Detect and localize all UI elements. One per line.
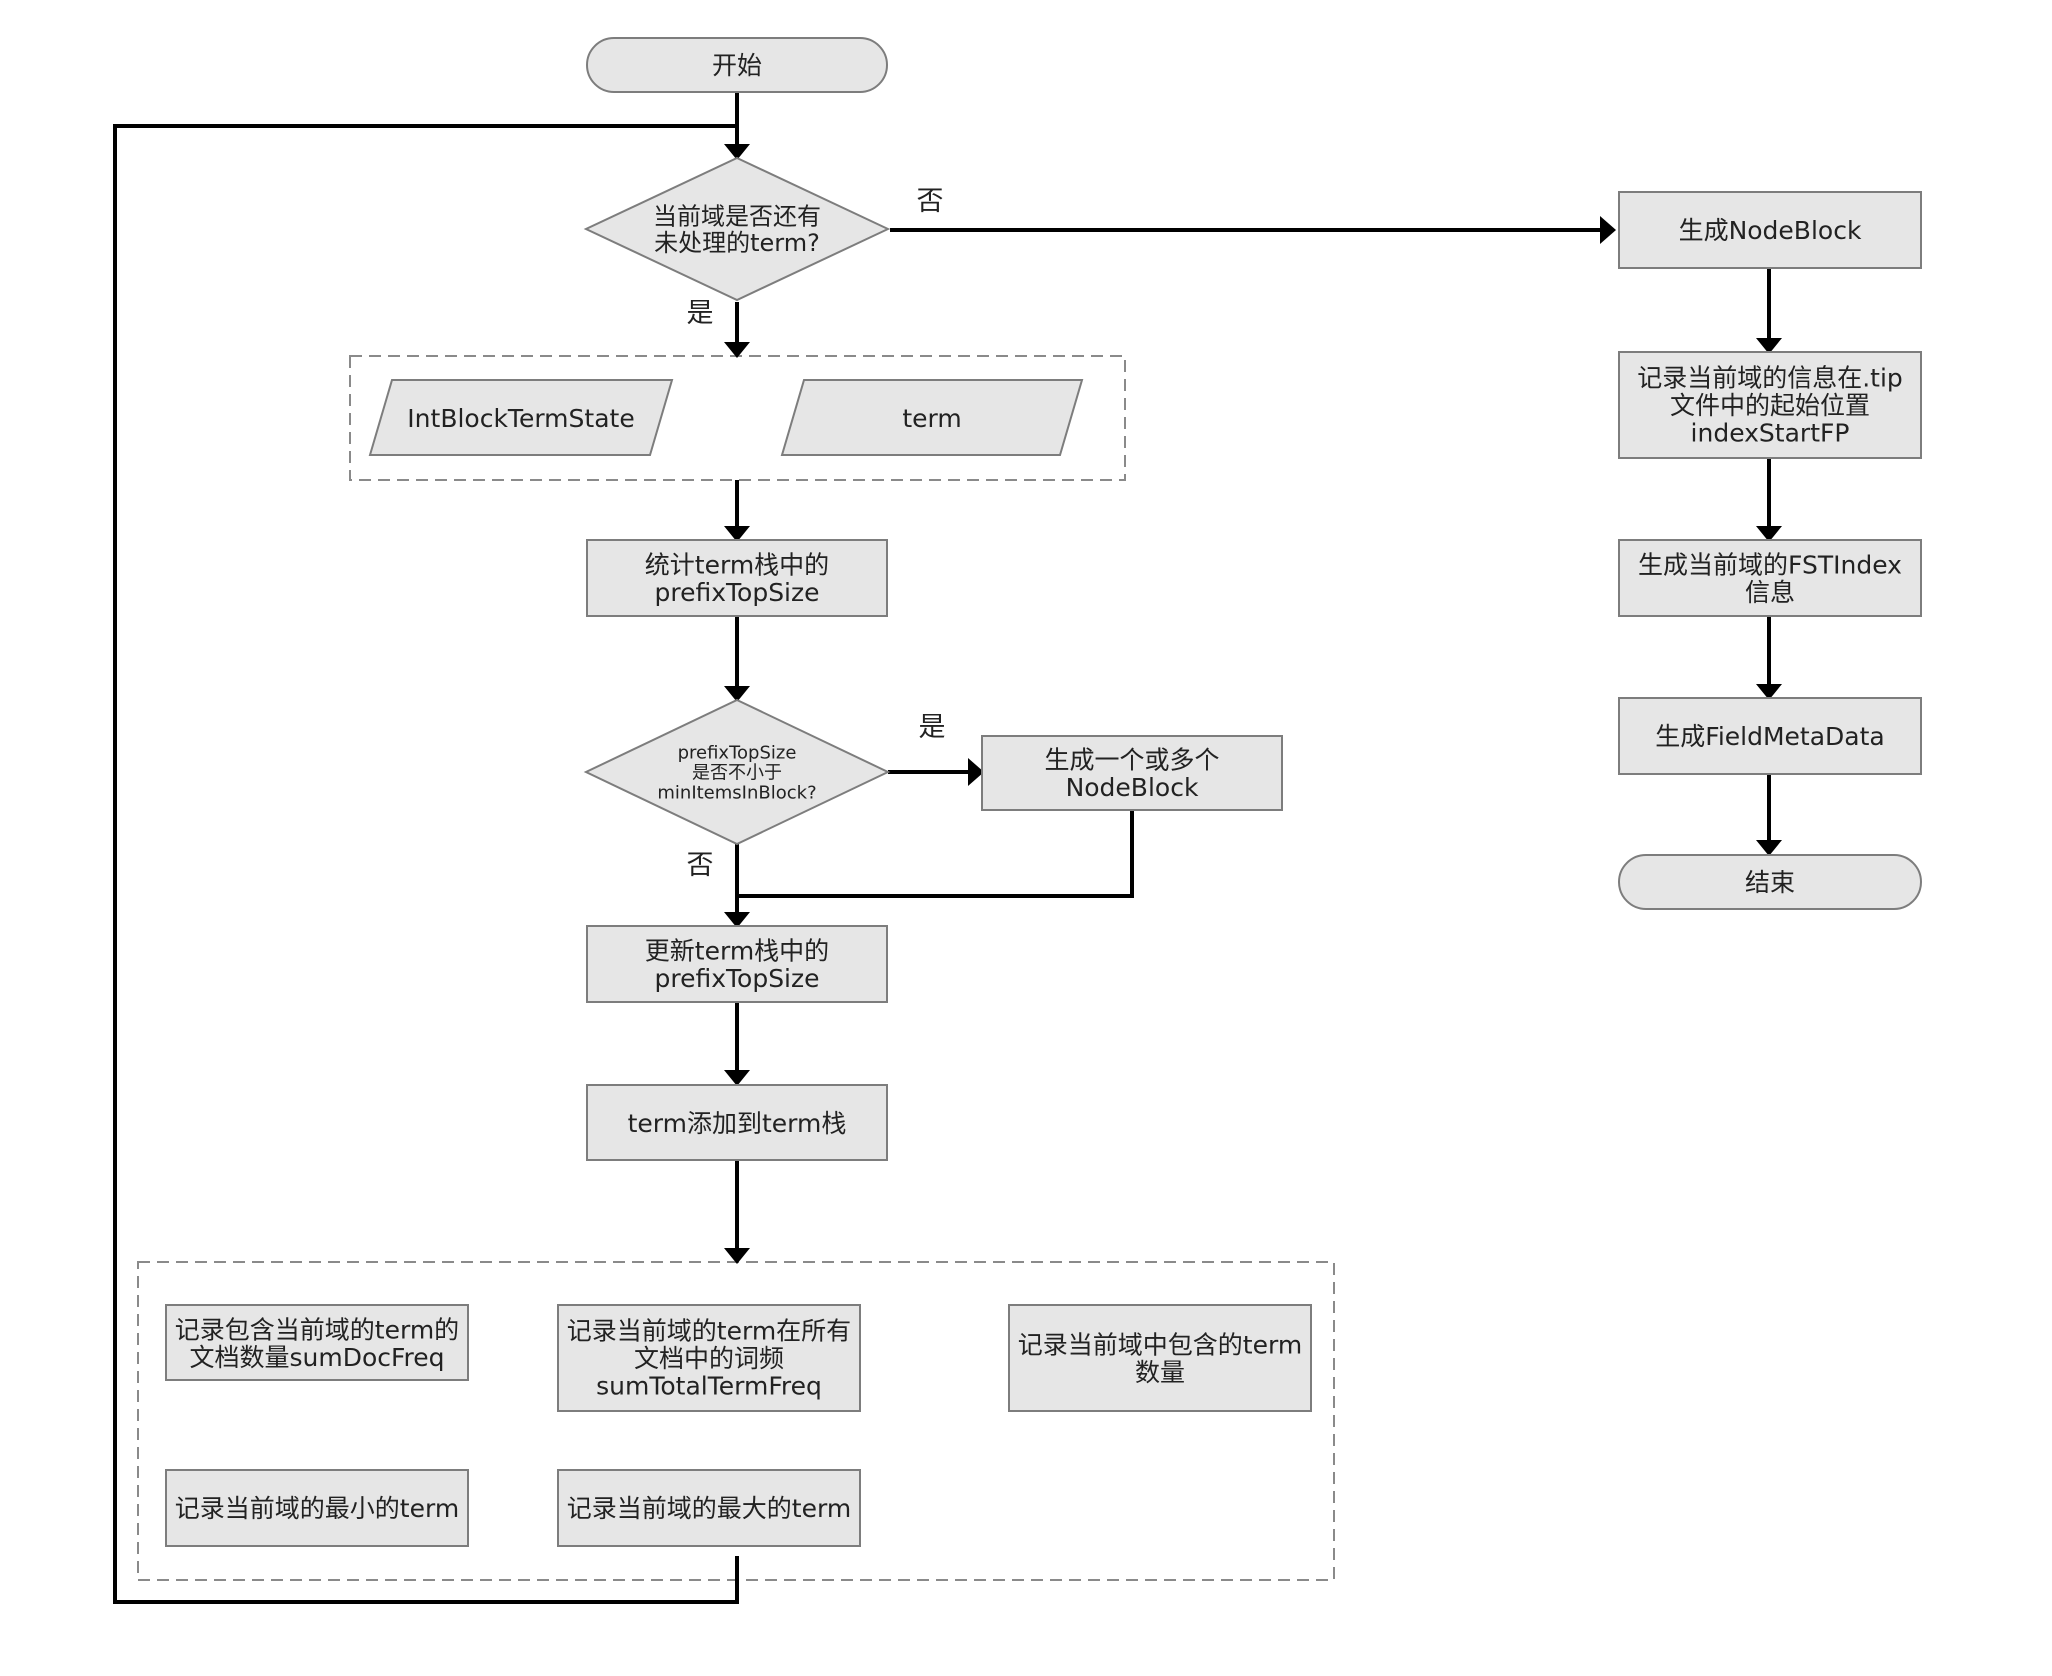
rec-index-start-line: 记录当前域的信息在.tip (1637, 364, 1903, 393)
arrowhead (1756, 526, 1782, 542)
dec-has-term-line: 未处理的term? (654, 229, 820, 257)
edges (113, 92, 1782, 1604)
arrowhead (724, 1248, 750, 1264)
arrowhead (724, 342, 750, 358)
arrowhead (724, 686, 750, 702)
update-prefix-line: prefixTopSize (654, 964, 819, 993)
term-input-line: term (902, 404, 961, 433)
gen-field-meta-process (1618, 697, 1922, 775)
count-prefix-line: prefixTopSize (654, 578, 819, 607)
min-items-decision (583, 698, 891, 846)
rec-sum-doc-freq-line: 记录包含当前域的term的 (175, 1315, 459, 1344)
rec-min-term-label: 记录当前域的最小的term (175, 1494, 459, 1523)
edge-nodeblocks-merge (737, 810, 1134, 898)
rec-term-count-process (1008, 1304, 1312, 1412)
rec-index-start-line: indexStartFP (1691, 419, 1850, 448)
rec-term-count-line: 数量 (1135, 1358, 1185, 1387)
edge-label-min-items-yes: 是 (919, 712, 946, 743)
rec-sum-doc-freq-label: 记录包含当前域的term的文档数量sumDocFreq (175, 1315, 459, 1372)
rec-term-count-line: 记录当前域中包含的term (1018, 1330, 1302, 1359)
gen-fst-index-line: 生成当前域的FSTIndex (1638, 550, 1902, 579)
nodes: 开始 当前域是否还有未处理的term? IntBlockTermState te… (165, 37, 1922, 1547)
rec-sum-doc-freq-process (165, 1304, 469, 1381)
count-prefix-line: 统计term栈中的 (645, 550, 829, 579)
end-label: 结束 (1745, 868, 1795, 897)
gen-field-meta-line: 生成FieldMetaData (1655, 722, 1884, 751)
arrowhead (724, 144, 750, 160)
dec-min-items-line: minItemsInBlock? (657, 782, 816, 803)
gen-node-block-label: 生成NodeBlock (1679, 216, 1862, 245)
rec-min-term-line: 记录当前域的最小的term (175, 1494, 459, 1523)
gen-fst-index-line: 信息 (1745, 578, 1795, 607)
gen-fst-index-process (1618, 539, 1922, 617)
rec-max-term-process (557, 1469, 861, 1547)
start-terminal (586, 37, 888, 93)
gen-node-blocks-line: NodeBlock (1066, 773, 1199, 802)
dec-has-term-line: 当前域是否还有 (653, 202, 821, 230)
arrowhead (724, 912, 750, 928)
has-term-decision-label: 当前域是否还有未处理的term? (653, 202, 821, 256)
edge-loop-back (113, 124, 739, 1604)
dec-min-items-line: 是否不小于 (692, 763, 782, 784)
int-block-term-state-label: IntBlockTermState (407, 404, 634, 433)
gen-node-blocks-process (981, 735, 1283, 811)
gen-node-block-process (1618, 191, 1922, 269)
add-term-process (586, 1084, 888, 1161)
edge-label-has-term-no: 否 (917, 186, 944, 217)
start-line: 开始 (712, 51, 762, 80)
rec-sum-total-term-freq-process (557, 1304, 861, 1412)
arrowhead (1600, 216, 1616, 244)
dec-min-items-line: prefixTopSize (678, 743, 797, 764)
rec-index-start-process (1618, 351, 1922, 459)
term-input-label: term (902, 404, 961, 433)
gen-node-block-line: 生成NodeBlock (1679, 216, 1862, 245)
arrowhead (1756, 840, 1782, 856)
has-term-decision (583, 156, 891, 302)
gen-node-blocks-line: 生成一个或多个 (1044, 745, 1219, 774)
arrowhead (1756, 684, 1782, 700)
arrowhead (968, 758, 984, 786)
rec-max-term-label: 记录当前域的最大的term (567, 1494, 851, 1523)
add-term-label: term添加到term栈 (628, 1109, 847, 1138)
edge-label-min-items-no: 否 (687, 850, 714, 881)
update-prefix-process (586, 925, 888, 1003)
arrowhead (724, 526, 750, 542)
edge-label-has-term-yes: 是 (687, 298, 714, 329)
arrowhead (1756, 338, 1782, 354)
count-prefix-process (586, 539, 888, 617)
add-term-line: term添加到term栈 (628, 1109, 847, 1138)
rec-sum-total-term-freq-line: 记录当前域的term在所有 (567, 1317, 851, 1346)
rec-sum-total-term-freq-line: 文档中的词频 (634, 1344, 784, 1373)
rec-min-term-process (165, 1469, 469, 1547)
rec-max-term-line: 记录当前域的最大的term (567, 1494, 851, 1523)
start-label: 开始 (712, 51, 762, 80)
rec-sum-total-term-freq-line: sumTotalTermFreq (596, 1372, 822, 1401)
term-input (780, 379, 1084, 456)
int-block-term-state-input (368, 379, 674, 456)
arrowhead (724, 1070, 750, 1086)
update-prefix-line: 更新term栈中的 (645, 936, 829, 965)
rec-sum-doc-freq-line: 文档数量sumDocFreq (189, 1343, 444, 1372)
int-block-term-state-line: IntBlockTermState (407, 404, 634, 433)
end-line: 结束 (1745, 868, 1795, 897)
gen-field-meta-label: 生成FieldMetaData (1655, 722, 1884, 751)
end-terminal (1618, 854, 1922, 910)
rec-index-start-line: 文件中的起始位置 (1670, 391, 1870, 420)
